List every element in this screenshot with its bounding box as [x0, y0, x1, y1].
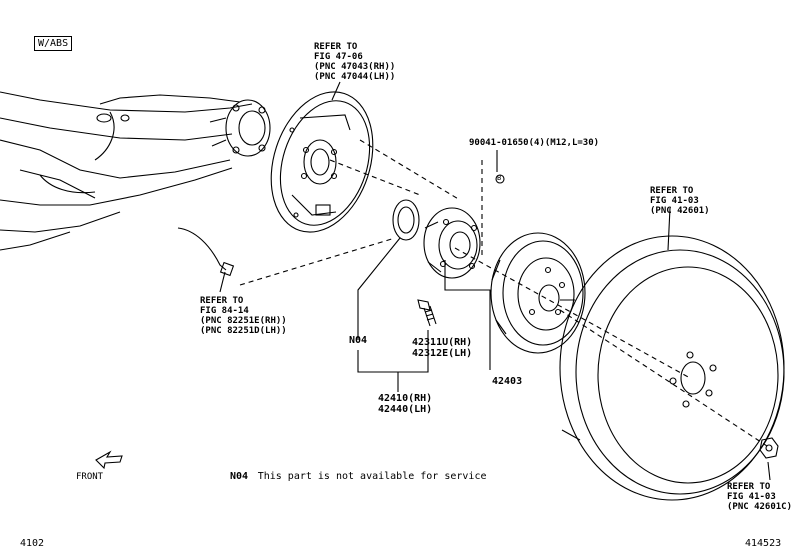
sensor-reference: REFER TO FIG 84-14 (PNC 82251E(RH)) (PNC…	[200, 296, 287, 336]
brake-backing-plate	[270, 91, 374, 233]
hub-part-number: 42410(RH) 42440(LH)	[378, 393, 432, 415]
wheel-reference: REFER TO FIG 41-03 (PNC 42601)	[650, 186, 710, 216]
wheel-ref-line-1: REFER TO	[650, 186, 694, 196]
wheel-ref-line-2: FIG 41-03	[650, 196, 699, 206]
service-note-text: This part is not available for service	[257, 471, 487, 482]
nut-ref-line-1: REFER TO	[727, 482, 771, 492]
nut-ref-line-3: (PNC 42601C)	[727, 502, 793, 512]
axle-flange	[209, 99, 271, 157]
backing-plate-ref-line-3: (PNC 47043(RH))	[314, 62, 396, 72]
hub-bolt	[417, 299, 437, 327]
rear-axle-beam	[0, 91, 253, 251]
service-note-code: N04	[230, 471, 249, 482]
footer-right-code: 414523	[745, 538, 782, 549]
service-note: N04 This part is not available for servi…	[230, 464, 486, 483]
wheel-rim	[559, 235, 785, 501]
abs-badge: W/ABS	[34, 36, 73, 51]
bolt-reference-marker	[495, 174, 505, 184]
front-label: FRONT	[76, 472, 104, 482]
bolt-marker-label: B	[497, 174, 502, 182]
brake-drum	[490, 232, 586, 354]
nut-ref-line-2: FIG 41-03	[727, 492, 776, 502]
part-n04-label: N04	[349, 335, 368, 346]
bolt-spec-label: 90041-01650(4)(M12,L=30)	[469, 138, 600, 148]
stud-part-rh: 42311U(RH)	[412, 337, 473, 348]
wheel-nut	[759, 437, 779, 459]
sensor-ref-line-3: (PNC 82251E(RH))	[200, 316, 287, 326]
stud-part-number: 42311U(RH) 42312E(LH)	[412, 337, 472, 359]
backing-plate-ref-line-2: FIG 47-06	[314, 52, 363, 62]
wheel-ref-line-3: (PNC 42601)	[650, 206, 710, 216]
leader-lines	[219, 81, 771, 481]
footer-left-code: 4102	[20, 538, 45, 549]
front-arrow-icon	[95, 450, 123, 470]
hub-bearing	[423, 207, 481, 279]
backing-plate-ref-line-4: (PNC 47044(LH))	[314, 72, 396, 82]
backing-plate-reference: REFER TO FIG 47-06 (PNC 47043(RH)) (PNC …	[314, 42, 395, 82]
oil-seal	[392, 199, 420, 241]
abs-sensor-cable	[177, 227, 235, 277]
sensor-ref-line-4: (PNC 82251D(LH))	[200, 326, 287, 336]
backing-plate-ref-line-1: REFER TO	[314, 42, 358, 52]
sensor-ref-line-1: REFER TO	[200, 296, 244, 306]
sensor-ref-line-2: FIG 84-14	[200, 306, 249, 316]
drum-part-number: 42403	[492, 376, 523, 387]
hub-part-rh: 42410(RH)	[378, 393, 433, 404]
hub-part-lh: 42440(LH)	[378, 404, 433, 415]
stud-part-lh: 42312E(LH)	[412, 348, 473, 359]
nut-reference: REFER TO FIG 41-03 (PNC 42601C)	[727, 482, 792, 512]
